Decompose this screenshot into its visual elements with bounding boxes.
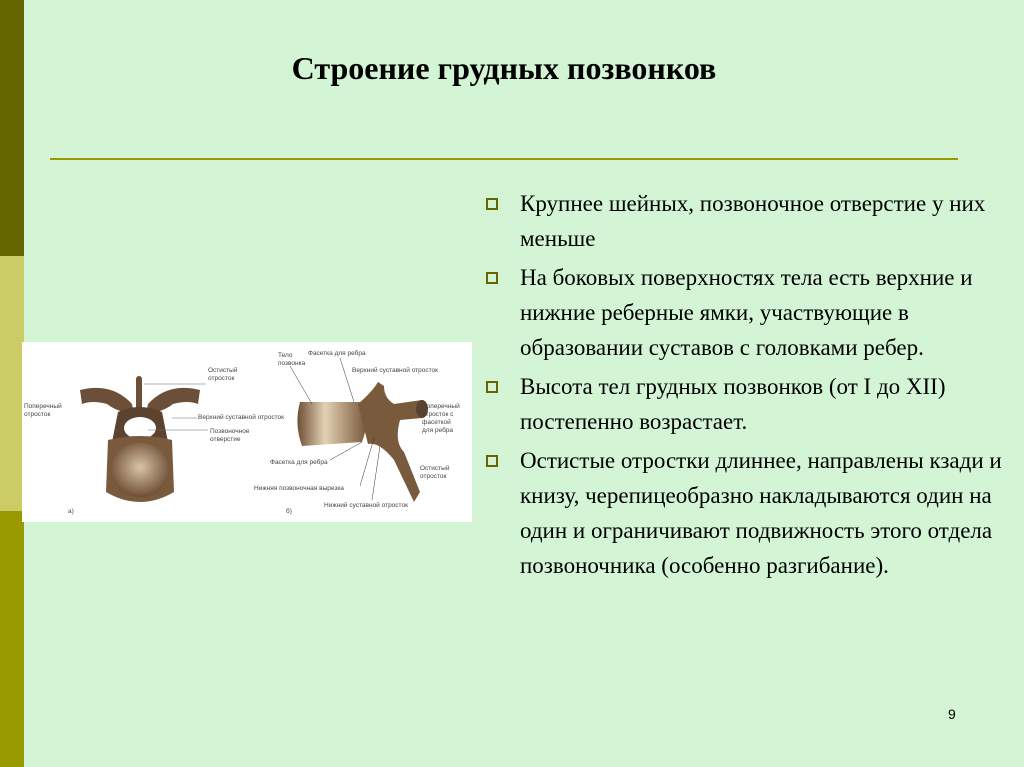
label-rib-facet-lower: Фасетка для ребра — [270, 458, 328, 466]
label-transverse-process: отросток — [24, 411, 50, 418]
label-spinous-process: отросток — [208, 375, 234, 382]
panel-label-a: а) — [68, 508, 74, 515]
label-rib-facet-upper: Фасетка для ребра — [308, 349, 366, 357]
label-transverse-process: Поперечный — [422, 402, 460, 410]
bullet-list: Крупнее шейных, позвоночное отверстие у … — [484, 186, 1004, 587]
bullet-text: На боковых поверхностях тела есть верхни… — [520, 265, 973, 360]
bullet-text: Остистые отростки длиннее, направлены кз… — [520, 448, 1002, 578]
vertebra-drawing: Остистый отросток Поперечный отросток Ве… — [24, 349, 460, 515]
slide-title: Строение грудных позвонков — [291, 50, 717, 86]
label-vertebral-body: Тело — [278, 352, 293, 359]
label-spinous-process: Остистый — [420, 464, 450, 472]
vertebra-side-view — [297, 382, 428, 502]
sidebar-stripe-dark — [0, 0, 24, 256]
square-bullet-icon — [486, 272, 498, 284]
bullet-item: Крупнее шейных, позвоночное отверстие у … — [484, 186, 1004, 256]
vertebra-illustration: Остистый отросток Поперечный отросток Ве… — [22, 342, 472, 522]
label-spinous-process: Остистый — [208, 366, 238, 374]
label-transverse-process: фасеткой — [422, 418, 451, 426]
label-vertebral-foramen: Позвоночное — [210, 428, 250, 435]
sidebar-stripe-light — [0, 256, 24, 511]
label-transverse-process: отросток с — [422, 411, 454, 418]
bullet-text: Высота тел грудных позвонков (от I до XI… — [520, 374, 946, 434]
label-transverse-process: для ребра — [422, 426, 453, 434]
label-inferior-articular-process: Нижний суставной отросток — [324, 501, 408, 509]
bullet-item: Остистые отростки длиннее, направлены кз… — [484, 443, 1004, 583]
title-divider — [50, 158, 958, 160]
bullet-item: На боковых поверхностях тела есть верхни… — [484, 260, 1004, 365]
square-bullet-icon — [486, 198, 498, 210]
panel-label-b: б) — [286, 507, 292, 515]
label-vertebral-foramen: отверстие — [210, 436, 241, 443]
label-superior-articular-process: Верхний суставной отросток — [352, 366, 438, 374]
page-number: 9 — [948, 706, 956, 722]
square-bullet-icon — [486, 381, 498, 393]
vertebra-top-view — [80, 376, 200, 502]
label-superior-articular-process: Верхний суставной отросток — [198, 413, 284, 421]
sidebar-stripe-mid — [0, 511, 24, 767]
label-vertebral-body: позвонка — [278, 360, 306, 367]
label-inferior-vertebral-notch: Нижняя позвоночная вырезка — [254, 485, 344, 492]
bullet-item: Высота тел грудных позвонков (от I до XI… — [484, 369, 1004, 439]
bullet-text: Крупнее шейных, позвоночное отверстие у … — [520, 191, 986, 251]
label-spinous-process: отросток — [420, 473, 446, 480]
label-transverse-process: Поперечный — [24, 402, 62, 410]
square-bullet-icon — [486, 455, 498, 467]
